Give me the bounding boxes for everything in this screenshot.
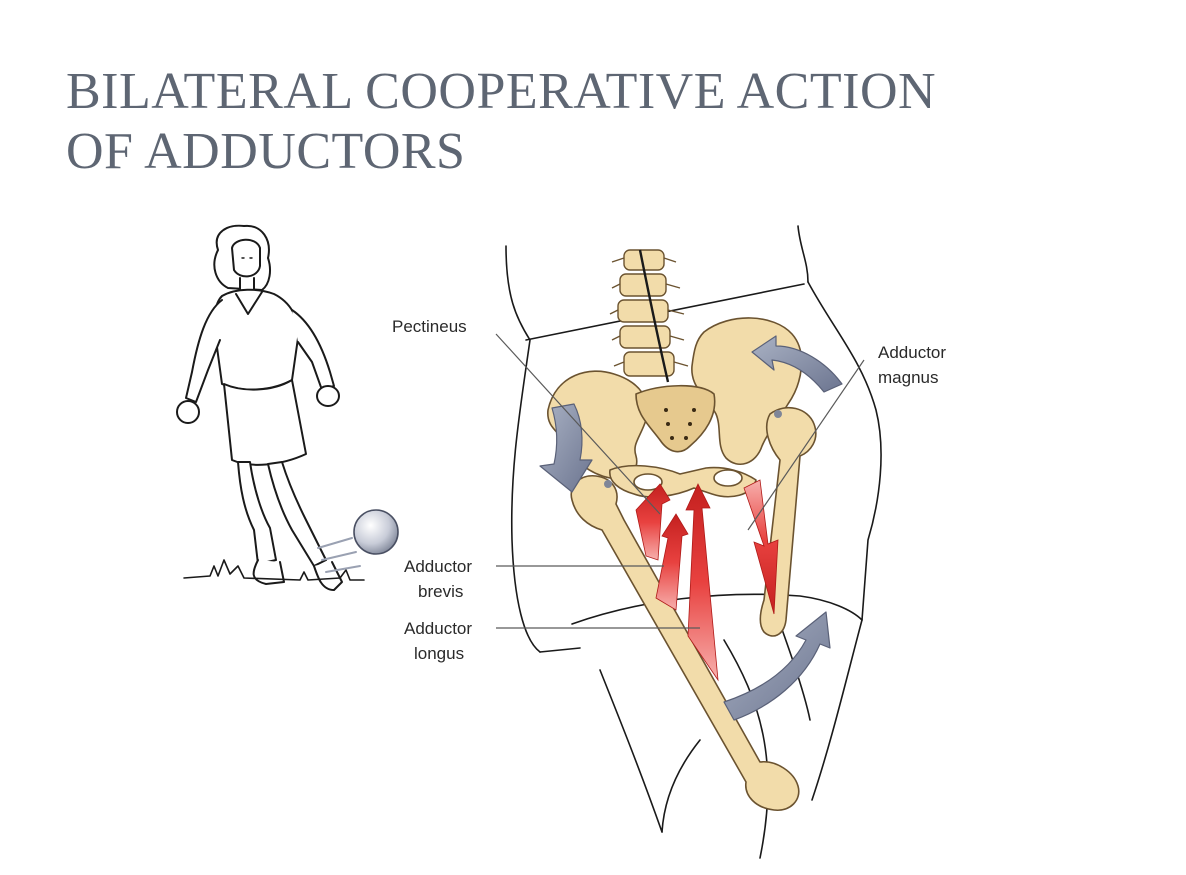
label-adductor-longus-line-1: Adductor xyxy=(404,619,472,638)
adductor-brevis-arrow xyxy=(655,513,689,611)
label-pectineus: Pectineus xyxy=(392,317,467,336)
hip-illustration: Pectineus Adductor magnus Adductor brevi… xyxy=(392,225,946,859)
kicking-figure xyxy=(176,224,399,591)
soccer-ball xyxy=(353,509,399,555)
body-outline xyxy=(505,225,882,859)
figure-skirt xyxy=(223,379,307,466)
slide-title-line-1: BILATERAL COOPERATIVE ACTION xyxy=(66,63,937,120)
label-adductor-brevis-line-2: brevis xyxy=(418,582,463,601)
label-adductor-magnus-line-2: magnus xyxy=(878,368,938,387)
label-adductor-longus-line-2: longus xyxy=(414,644,464,663)
figure-right-arm xyxy=(291,309,335,391)
slide-title: BILATERAL COOPERATIVE ACTION OF ADDUCTOR… xyxy=(66,62,1146,182)
adductor-longus-arrow xyxy=(685,483,719,682)
rotation-arrow-upper-right xyxy=(751,335,843,393)
rotation-arrows xyxy=(539,335,843,721)
spine xyxy=(609,249,689,377)
pectineus-arrow xyxy=(635,483,671,561)
adductor-muscle-arrows xyxy=(635,479,779,682)
figure-torso xyxy=(213,288,300,391)
figure-standing-leg xyxy=(237,461,277,565)
label-adductor-brevis-line-1: Adductor xyxy=(404,557,472,576)
rotation-arrow-lower-right xyxy=(723,611,831,721)
adductor-magnus-arrow xyxy=(743,479,779,615)
figure-face xyxy=(231,238,261,278)
figure-kicking-leg xyxy=(267,461,327,567)
left-femur xyxy=(570,475,800,811)
slide-title-line-2: OF ADDUCTORS xyxy=(66,123,466,180)
label-adductor-magnus-line-1: Adductor xyxy=(878,343,946,362)
figure-left-arm xyxy=(185,299,223,403)
leader-lines xyxy=(495,333,865,629)
rotation-arrow-left xyxy=(539,403,593,493)
figure-grass xyxy=(183,559,365,581)
spine-line xyxy=(638,249,670,383)
